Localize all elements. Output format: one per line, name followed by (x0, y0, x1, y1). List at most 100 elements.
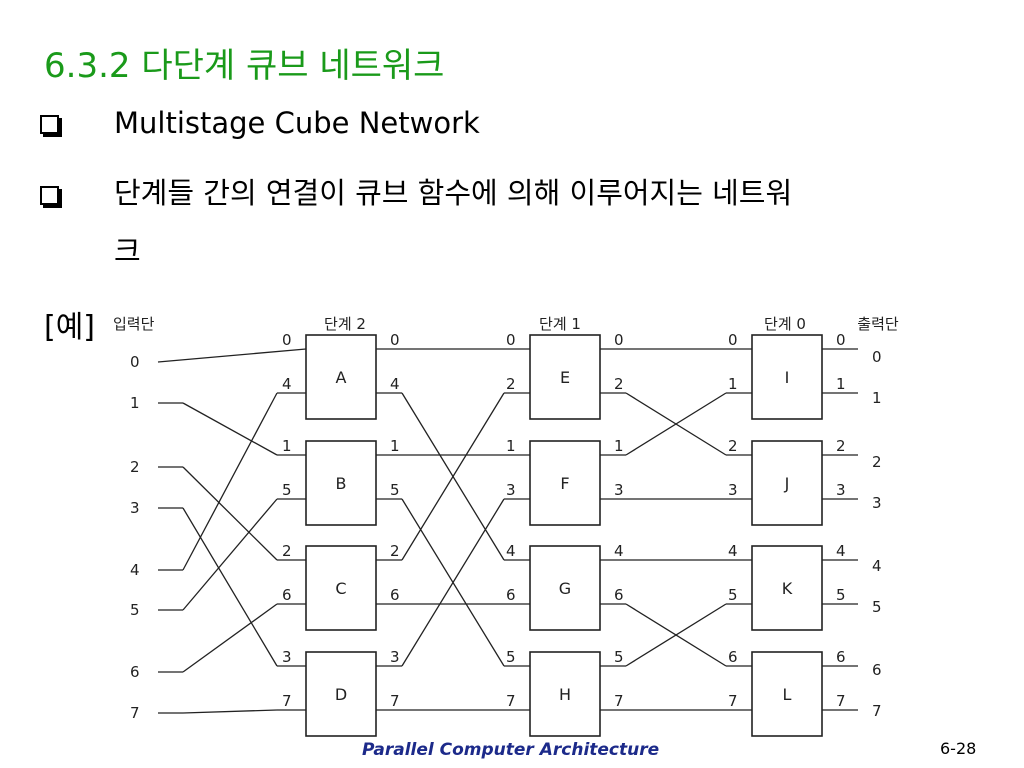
switch-box-label: G (559, 579, 571, 598)
switch-box (529, 545, 601, 631)
connection-line (625, 603, 727, 667)
slide-title: 6.3.2 다단계 큐브 네트워크 (44, 46, 445, 86)
input-terminal-label: 1 (130, 394, 140, 412)
port-label: 4 (836, 542, 846, 560)
footer-title: Parallel Computer Architecture (362, 740, 660, 760)
example-label: [예] (44, 310, 96, 345)
switch-box-label: J (784, 474, 790, 493)
port-label: 5 (282, 481, 292, 499)
input-terminal-label: 7 (130, 704, 140, 722)
port-label: 6 (614, 586, 624, 604)
port-label: 0 (282, 331, 292, 349)
output-terminal-label: 6 (872, 661, 882, 679)
switch-box-label: E (560, 368, 570, 387)
port-label: 3 (836, 481, 846, 499)
port-label: 2 (390, 542, 400, 560)
bullet-text: 단계들 간의 연결이 큐브 함수에 의해 이루어지는 네트워 (114, 176, 793, 210)
port-label: 1 (728, 375, 738, 393)
port-label: 7 (614, 692, 624, 710)
switch-box-label: I (785, 368, 790, 387)
port-label: 4 (614, 542, 624, 560)
port-label: 3 (614, 481, 624, 499)
port-label: 0 (506, 331, 516, 349)
port-label: 4 (506, 542, 516, 560)
port-label: 6 (282, 586, 292, 604)
output-terminal-label: 1 (872, 389, 882, 407)
input-terminal-label: 5 (130, 601, 140, 619)
port-label: 5 (728, 586, 738, 604)
port-label: 3 (390, 648, 400, 666)
port-label: 2 (506, 375, 516, 393)
connection-line (182, 392, 278, 571)
bullet-text-continuation: 크 (114, 234, 141, 268)
switch-box-label: A (336, 368, 347, 387)
port-label: 3 (506, 481, 516, 499)
output-terminal-label: 3 (872, 494, 882, 512)
output-terminal-label: 2 (872, 453, 882, 471)
switch-box (529, 651, 601, 737)
port-label: 0 (836, 331, 846, 349)
bullet-text: Multistage Cube Network (114, 106, 480, 140)
connection-line (182, 709, 278, 714)
port-label: 6 (390, 586, 400, 604)
port-label: 4 (282, 375, 292, 393)
output-terminal-label: 4 (872, 557, 882, 575)
input-terminal-label: 0 (130, 353, 140, 371)
port-label: 2 (282, 542, 292, 560)
switch-box (305, 334, 377, 420)
port-label: 5 (506, 648, 516, 666)
port-label: 6 (506, 586, 516, 604)
switch-box-label: L (783, 685, 792, 704)
port-label: 7 (506, 692, 516, 710)
output-terminal-label: 7 (872, 702, 882, 720)
connection-line (182, 507, 278, 667)
port-label: 5 (614, 648, 624, 666)
port-label: 5 (390, 481, 400, 499)
port-label: 2 (836, 437, 846, 455)
input-label: 입력단 (113, 315, 155, 333)
square-bullet-icon (40, 115, 59, 134)
port-label: 6 (836, 648, 846, 666)
output-terminal-label: 5 (872, 598, 882, 616)
switch-box (751, 651, 823, 737)
input-terminal-label: 3 (130, 499, 140, 517)
port-label: 7 (836, 692, 846, 710)
connection-line (182, 498, 278, 611)
port-label: 4 (390, 375, 400, 393)
connection-line (401, 392, 505, 561)
port-label: 1 (614, 437, 624, 455)
port-label: 3 (282, 648, 292, 666)
port-label: 1 (506, 437, 516, 455)
stage-label: 단계 0 (764, 315, 806, 333)
port-label: 1 (836, 375, 846, 393)
stage-label: 단계 1 (539, 315, 581, 333)
connection-line (182, 402, 278, 456)
connection-line (401, 498, 505, 667)
switch-box (529, 440, 601, 526)
port-label: 0 (614, 331, 624, 349)
switch-box (751, 440, 823, 526)
input-terminal-label: 2 (130, 458, 140, 476)
switch-box (305, 545, 377, 631)
switch-box-label: F (560, 474, 569, 493)
connection-line (625, 392, 727, 456)
output-label: 출력단 (857, 315, 899, 333)
square-bullet-icon (40, 186, 59, 205)
switch-box-label: D (335, 685, 347, 704)
port-label: 2 (728, 437, 738, 455)
port-label: 7 (728, 692, 738, 710)
port-label: 7 (390, 692, 400, 710)
switch-box-label: K (782, 579, 793, 598)
input-terminal-label: 4 (130, 561, 140, 579)
port-label: 5 (836, 586, 846, 604)
stage-label: 단계 2 (324, 315, 366, 333)
switch-box (751, 334, 823, 420)
port-label: 1 (282, 437, 292, 455)
port-label: 1 (390, 437, 400, 455)
port-label: 7 (282, 692, 292, 710)
port-label: 0 (390, 331, 400, 349)
switch-box-label: C (335, 579, 346, 598)
switch-box (529, 334, 601, 420)
switch-box-label: H (559, 685, 571, 704)
